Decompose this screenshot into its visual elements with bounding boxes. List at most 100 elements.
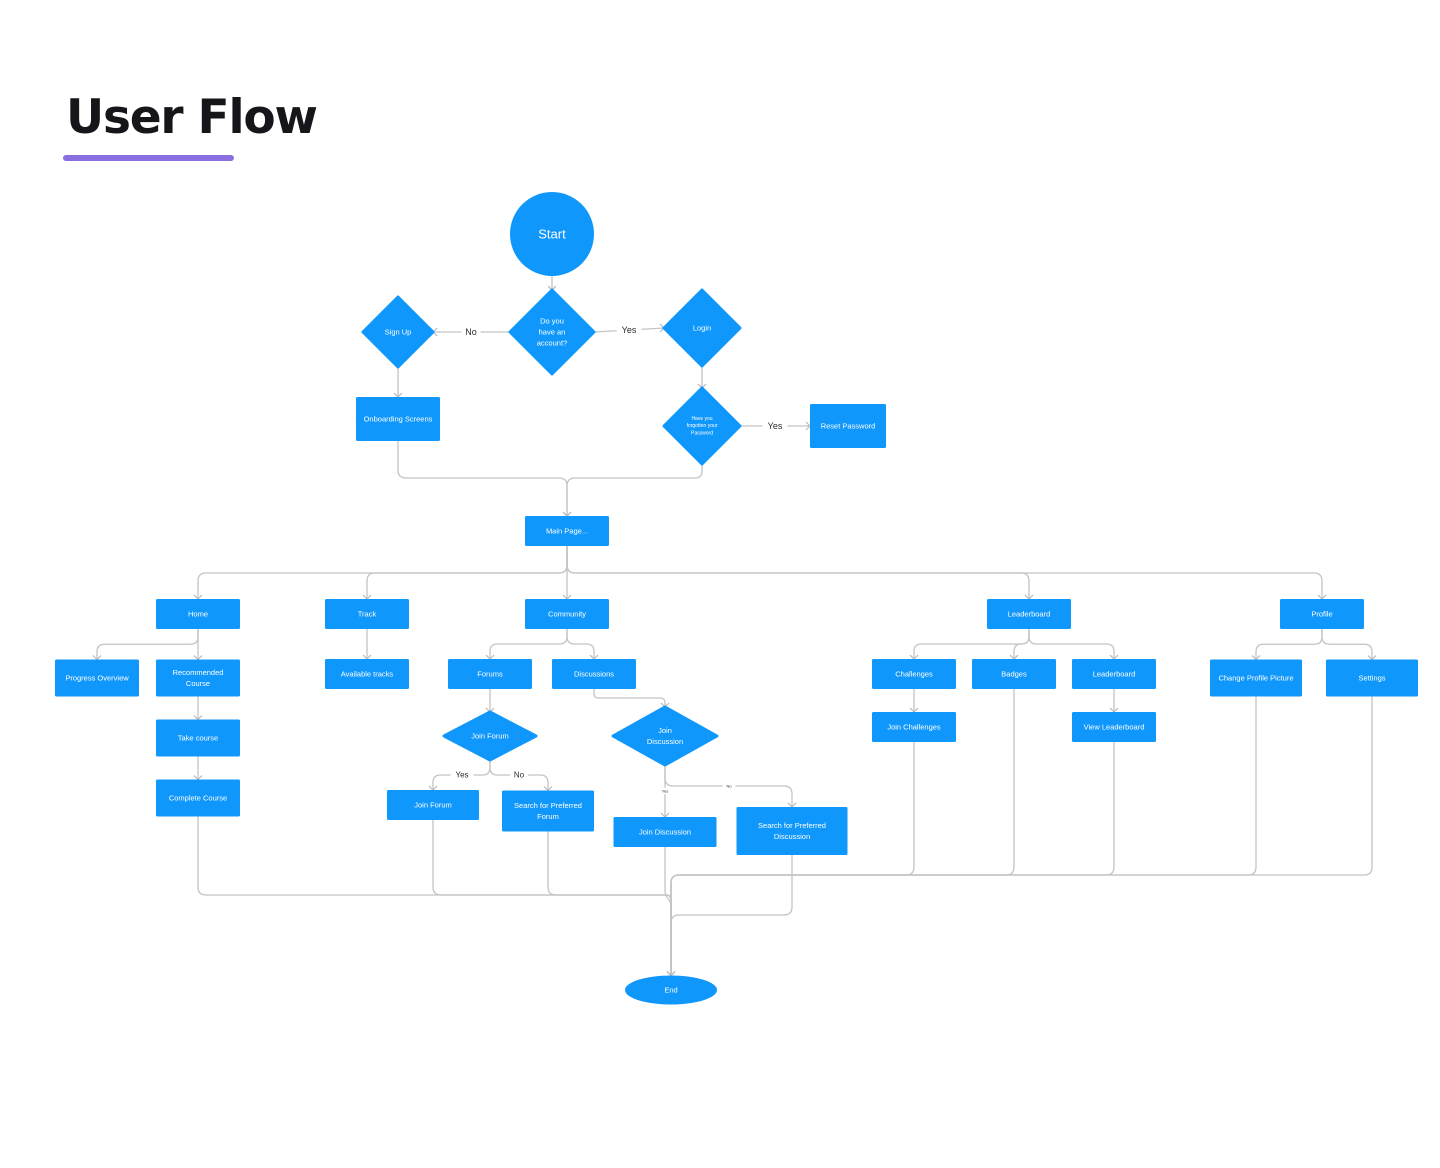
- node-label: Discussions: [574, 670, 614, 679]
- edge-main-page-to-profile: [566, 546, 1327, 600]
- edge-label-bg: [461, 324, 481, 340]
- node-label: End: [664, 986, 677, 995]
- connector-line: [397, 441, 568, 516]
- edge-join-forum-decision-to-join-forum: Yes: [428, 760, 491, 791]
- decision-diamond: [508, 288, 596, 376]
- node-change-profile-picture[interactable]: Change Profile Picture: [1210, 659, 1302, 697]
- node-label: forgotten your: [687, 423, 718, 429]
- node-label: Leaderboard: [1008, 610, 1051, 619]
- node-end[interactable]: End: [625, 975, 717, 1005]
- edge-track-to-available-tracks: [362, 629, 372, 660]
- node-leaderboard[interactable]: Leaderboard: [987, 599, 1071, 629]
- node-complete-course[interactable]: Complete Course: [156, 779, 240, 817]
- decision-diamond: [611, 705, 719, 767]
- node-available-tracks[interactable]: Available tracks: [325, 659, 409, 689]
- edge-label-bg: [762, 418, 788, 434]
- process-box: [156, 659, 240, 697]
- process-box: [1280, 599, 1364, 629]
- node-home[interactable]: Home: [156, 599, 240, 629]
- connector-line: [197, 816, 672, 976]
- node-join-forum[interactable]: Join Forum: [387, 790, 479, 820]
- edge-join-discussion-decision-to-search-discussion: No: [664, 765, 797, 808]
- node-label: Forums: [477, 670, 503, 679]
- edge-forums-to-join-forum-decision: [485, 689, 495, 713]
- edge-view-leaderboard-to-end: [670, 742, 1115, 976]
- node-start[interactable]: Start: [510, 192, 594, 276]
- process-box: [972, 659, 1056, 689]
- edge-main-page-to-track: [362, 546, 568, 600]
- node-main-page[interactable]: Main Page...: [525, 516, 609, 546]
- connector-line: [1028, 629, 1115, 659]
- connector-line: [489, 629, 568, 659]
- connector-line: [366, 546, 568, 599]
- edge-label-bg: [616, 322, 642, 338]
- edge-home-to-progress-overview: [92, 629, 199, 661]
- node-profile[interactable]: Profile: [1280, 599, 1364, 629]
- edge-label-bg: [722, 782, 736, 790]
- edge-recommended-course-to-take-course: [193, 696, 203, 721]
- connector-line: [670, 855, 793, 976]
- node-label: Join Forum: [471, 732, 509, 741]
- node-label: Change Profile Picture: [1218, 674, 1293, 683]
- node-view-leaderboard[interactable]: View Leaderboard: [1072, 712, 1156, 742]
- node-join-challenges[interactable]: Join Challenges: [872, 712, 956, 742]
- node-sign-up[interactable]: Sign Up: [361, 295, 435, 369]
- node-forums[interactable]: Forums: [448, 659, 532, 689]
- connector-line: [913, 629, 1030, 659]
- node-take-course[interactable]: Take course: [156, 719, 240, 757]
- process-box: [872, 712, 956, 742]
- node-badges[interactable]: Badges: [972, 659, 1056, 689]
- process-box: [987, 599, 1071, 629]
- node-label: Start: [538, 227, 566, 242]
- edge-have-account-to-sign-up: No: [432, 324, 510, 340]
- connector-line: [1255, 629, 1323, 660]
- edge-leaderboard-to-leaderboard-sub: [1028, 629, 1119, 660]
- edge-community-to-discussions: [566, 629, 599, 660]
- node-label: Have you: [691, 416, 712, 422]
- node-track[interactable]: Track: [325, 599, 409, 629]
- node-community[interactable]: Community: [525, 599, 609, 629]
- edge-label: Yes: [455, 771, 468, 780]
- process-box: [502, 790, 594, 832]
- process-box: [448, 659, 532, 689]
- node-reset-password[interactable]: Reset Password: [810, 404, 886, 448]
- edge-profile-to-settings: [1321, 629, 1377, 661]
- process-box: [156, 779, 240, 817]
- node-settings[interactable]: Settings: [1326, 659, 1418, 697]
- connector-line: [96, 629, 199, 660]
- node-leaderboard-sub[interactable]: Leaderboard: [1072, 659, 1156, 689]
- connector-line: [670, 742, 1115, 976]
- node-challenges[interactable]: Challenges: [872, 659, 956, 689]
- node-login[interactable]: Login: [662, 288, 742, 368]
- node-join-forum-decision[interactable]: Join Forum: [442, 710, 538, 762]
- edge-join-discussion-to-end: [664, 847, 672, 976]
- node-label: Search for Preferred: [758, 821, 826, 830]
- edge-label-bg: [450, 768, 474, 782]
- end-ellipse: [625, 975, 717, 1005]
- node-label: Join: [658, 726, 672, 735]
- edge-profile-to-change-profile-picture: [1251, 629, 1323, 661]
- connector-line: [566, 629, 595, 659]
- process-box: [872, 659, 956, 689]
- connector-line: [664, 847, 672, 976]
- edge-home-to-recommended-course: [193, 629, 203, 661]
- node-discussions[interactable]: Discussions: [552, 659, 636, 689]
- node-onboarding[interactable]: Onboarding Screens: [356, 397, 440, 441]
- node-label: Discussion: [647, 737, 683, 746]
- edge-label: Yes: [662, 789, 669, 794]
- node-join-discussion[interactable]: Join Discussion: [613, 817, 717, 847]
- node-label: Available tracks: [341, 670, 394, 679]
- node-progress-overview[interactable]: Progress Overview: [55, 659, 139, 697]
- connector-line: [566, 464, 703, 516]
- decision-diamond: [442, 710, 538, 762]
- edge-challenges-to-join-challenges: [909, 689, 919, 713]
